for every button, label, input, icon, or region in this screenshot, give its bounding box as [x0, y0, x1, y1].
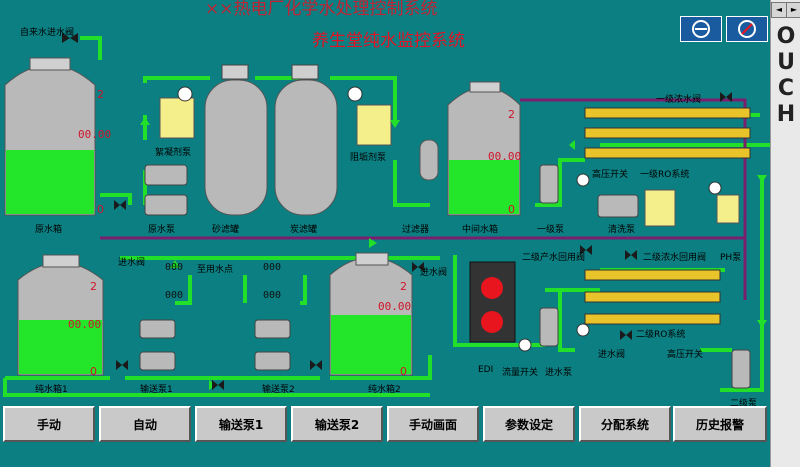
label-stage1-pump: 一级泵	[537, 225, 565, 235]
label-transfer-pump1: 输送泵1	[140, 385, 173, 395]
valve-shapes	[62, 33, 732, 390]
connection-icon[interactable]	[726, 16, 768, 42]
transfer-pump2-button[interactable]: 输送泵2	[291, 406, 383, 442]
label-inlet-valve-mid: 进水阀	[118, 258, 146, 268]
raw-tank-shape	[4, 57, 96, 216]
scale-tank	[356, 104, 392, 146]
wash-tank	[644, 189, 676, 227]
manual-screen-button[interactable]: 手动画面	[387, 406, 479, 442]
middle-tank-shape	[447, 81, 521, 216]
label-manual-point: 至用水点	[197, 265, 234, 275]
sand-filter-shape	[204, 64, 268, 216]
label-middle-tank: 中间水箱	[462, 225, 499, 235]
scroll-right-button[interactable]: ►	[786, 2, 800, 18]
label-raw-pump: 原水泵	[148, 225, 176, 235]
concentrate-pipes	[100, 98, 747, 300]
label-scale-pump: 阻垢剂泵	[350, 153, 387, 163]
carbon-filter-shape	[274, 64, 338, 216]
label-conc-valve1: 一级浓水阀	[656, 95, 702, 105]
label-pure-tank2: 纯水箱2	[368, 385, 401, 395]
pump-shapes	[139, 164, 751, 389]
label-carbon-filter: 炭滤罐	[290, 225, 318, 235]
label-transfer-pump2: 输送泵2	[262, 385, 295, 395]
label-inlet-valve-ro2: 进水阀	[598, 350, 626, 360]
readout-flow-b: 000	[263, 262, 282, 273]
label-ro1: 一级RO系统	[640, 170, 690, 180]
scroll-left-button[interactable]: ◄	[771, 2, 787, 18]
process-diagram	[3, 33, 770, 397]
readout-flow-a: 000	[165, 262, 184, 273]
label-inlet-valve-top: 自来水进水阀	[20, 28, 75, 38]
label-pure-tank1: 纯水箱1	[35, 385, 68, 395]
pure-tank1-shape	[17, 254, 104, 376]
pressure-gauges	[177, 86, 722, 352]
edi-unit	[469, 261, 516, 343]
transfer-pump1-button[interactable]: 输送泵1	[195, 406, 287, 442]
middle-tank-scale-max: 2	[508, 108, 515, 121]
raw-tank-level: 00.00	[78, 128, 112, 141]
pure-tank1-level: 00.00	[68, 318, 102, 331]
pipe-network	[3, 36, 770, 397]
page-title-line1: ××热电厂化学水处理控制系统	[205, 0, 438, 19]
raw-tank-scale-min: 0	[97, 203, 104, 216]
ph-tank	[716, 194, 740, 224]
label-raw-tank: 原水箱	[35, 225, 63, 235]
manual-button[interactable]: 手动	[3, 406, 95, 442]
auto-button[interactable]: 自动	[99, 406, 191, 442]
middle-tank-level: 00.00	[488, 150, 522, 163]
label-conc-return2: 二级浓水回用阀	[643, 253, 707, 263]
label-edi: EDI	[478, 365, 494, 375]
label-wash-pump: 清洗泵	[608, 225, 636, 235]
pure-tank1-scale-min: 0	[90, 365, 97, 378]
pure-tank2-scale-max: 2	[400, 280, 407, 293]
history-alarm-button[interactable]: 历史报警	[673, 406, 767, 442]
function-button-bar: 手动 自动 输送泵1 输送泵2 手动画面 参数设定 分配系统 历史报警	[0, 404, 770, 444]
label-inlet-valve-right: 进水阀	[420, 268, 448, 278]
label-filter: 过滤器	[402, 225, 430, 235]
ro2-membranes	[584, 269, 721, 325]
coag-tank	[159, 97, 195, 139]
label-inlet-pump: 进水泵	[545, 368, 573, 378]
network-icon[interactable]	[680, 16, 722, 42]
readout-flow-c: 000	[165, 290, 184, 301]
label-sand-filter: 砂滤罐	[212, 225, 240, 235]
raw-tank-scale-max: 2	[97, 88, 104, 101]
label-ro2: 二级RO系统	[636, 330, 686, 340]
pure-tank2-level: 00.00	[378, 300, 412, 313]
pure-tank2-shape	[329, 252, 413, 376]
label-flow-switch: 流量开关	[502, 368, 539, 378]
cartridge-filter	[419, 139, 439, 181]
params-button[interactable]: 参数设定	[483, 406, 575, 442]
pure-tank1-scale-max: 2	[90, 280, 97, 293]
bottom-strip	[0, 446, 770, 467]
readout-flow-d: 000	[263, 290, 282, 301]
label-stage2-pump: 二级泵	[730, 399, 758, 409]
label-ph-pump: PH泵	[720, 253, 742, 263]
side-panel: ◄ ► OUCH	[770, 0, 800, 467]
distribution-button[interactable]: 分配系统	[579, 406, 671, 442]
pure-tank2-scale-min: 0	[400, 365, 407, 378]
page-title-line2: 养生堂纯水监控系统	[312, 31, 465, 51]
label-hp-switch2: 高压开关	[667, 350, 704, 360]
label-hp-switch1: 高压开关	[592, 170, 629, 180]
label-prod-return2: 二级产水回用阀	[522, 253, 586, 263]
ro1-membranes	[584, 107, 751, 159]
middle-tank-scale-min: 0	[508, 203, 515, 216]
brand-text: OUCH	[776, 24, 796, 127]
label-coag-pump: 絮凝剂泵	[155, 148, 192, 158]
